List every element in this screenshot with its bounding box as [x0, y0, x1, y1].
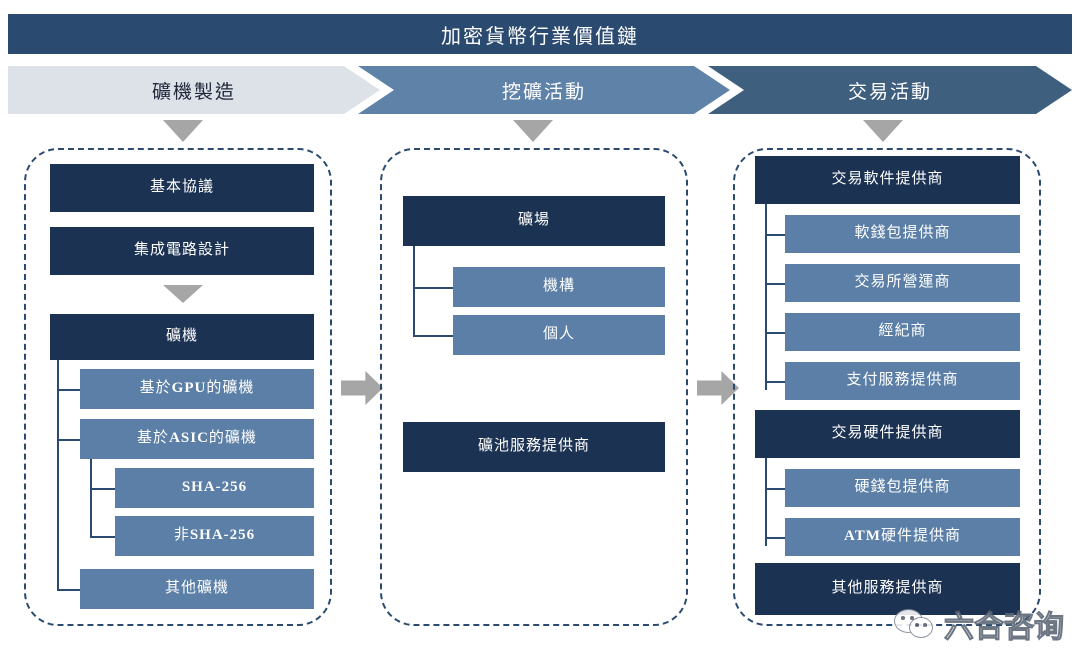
- box-label: ATM硬件提供商: [844, 528, 961, 545]
- box-label: 礦場: [517, 212, 550, 229]
- watermark-text: 六合咨询: [944, 610, 1065, 646]
- tree-line-to-atm-hardware: [765, 537, 785, 539]
- box-trading-hardware-provider[interactable]: 交易硬件提供商: [755, 410, 1020, 458]
- stage-chevron-trading-activity: 交易活動: [708, 66, 1072, 114]
- box-label: 交易硬件提供商: [831, 425, 944, 442]
- panel-trading-activity: [733, 148, 1041, 626]
- box-label: 軟錢包提供商: [854, 225, 951, 242]
- tree-line-to-other-miners: [57, 589, 80, 591]
- down-arrow-icon-column-2: [513, 120, 553, 142]
- wechat-icon: [894, 607, 936, 641]
- box-label: SHA-256: [181, 479, 248, 496]
- stage-chevron-bar: 礦機製造 挖礦活動 交易活動: [8, 66, 1072, 114]
- box-sha-256[interactable]: SHA-256: [115, 468, 314, 508]
- box-miner[interactable]: 礦機: [50, 314, 314, 360]
- box-label: 交易軟件提供商: [831, 171, 944, 188]
- box-label: 支付服務提供商: [846, 372, 959, 389]
- box-label: 硬錢包提供商: [854, 479, 951, 496]
- box-institution[interactable]: 機構: [453, 267, 665, 307]
- tree-line-miner-spine: [57, 360, 59, 590]
- watermark: 六合咨询: [894, 602, 1065, 646]
- box-label: 交易所營運商: [854, 274, 951, 291]
- box-label: 礦機: [165, 328, 198, 345]
- tree-line-to-soft-wallet: [765, 234, 785, 236]
- tree-line-to-hard-wallet: [765, 488, 785, 490]
- down-arrow-icon-column-3: [863, 120, 903, 142]
- box-hard-wallet-provider[interactable]: 硬錢包提供商: [785, 469, 1020, 507]
- chart-title-bar: 加密貨幣行業價值鏈: [8, 14, 1072, 54]
- box-label: 基本協議: [149, 179, 214, 196]
- stage-label: 挖礦活動: [501, 81, 586, 103]
- page-title: 加密貨幣行業價值鏈: [441, 25, 639, 48]
- box-mining-farm[interactable]: 礦場: [403, 196, 665, 246]
- box-soft-wallet-provider[interactable]: 軟錢包提供商: [785, 215, 1020, 253]
- tree-line-mining-farm-spine: [413, 246, 415, 336]
- tree-line-asic-spine: [90, 459, 92, 537]
- box-label: 基於GPU的礦機: [139, 380, 255, 397]
- box-label: 礦池服務提供商: [477, 438, 590, 455]
- box-label: 其他礦機: [164, 580, 229, 597]
- box-ic-design[interactable]: 集成電路設計: [50, 227, 314, 275]
- box-asic-miner[interactable]: 基於ASIC的礦機: [80, 419, 314, 459]
- box-mining-pool-provider[interactable]: 礦池服務提供商: [403, 422, 665, 472]
- stage-label: 礦機製造: [151, 81, 236, 103]
- tree-line-to-gpu-miner: [57, 389, 80, 391]
- box-other-miners[interactable]: 其他礦機: [80, 569, 314, 609]
- box-label: 經紀商: [878, 323, 927, 340]
- tree-line-to-sha256: [90, 488, 115, 490]
- box-exchange-operator[interactable]: 交易所營運商: [785, 264, 1020, 302]
- box-label: 個人: [542, 326, 575, 343]
- tree-line-to-broker: [765, 332, 785, 334]
- box-individual[interactable]: 個人: [453, 315, 665, 355]
- box-label: 機構: [542, 278, 575, 295]
- stage-label: 交易活動: [847, 81, 932, 103]
- box-broker[interactable]: 經紀商: [785, 313, 1020, 351]
- box-trading-software-provider[interactable]: 交易軟件提供商: [755, 156, 1020, 204]
- box-other-service-provider[interactable]: 其他服務提供商: [755, 563, 1020, 615]
- tree-line-to-institution: [413, 287, 453, 289]
- stage-chevron-mining-hardware: 礦機製造: [8, 66, 380, 114]
- tree-line-to-payment-provider: [765, 381, 785, 383]
- panel-mining-hardware: [24, 148, 332, 626]
- box-payment-service-provider[interactable]: 支付服務提供商: [785, 362, 1020, 400]
- box-gpu-miner[interactable]: 基於GPU的礦機: [80, 369, 314, 409]
- box-non-sha-256[interactable]: 非SHA-256: [115, 516, 314, 556]
- tree-line-hardware-spine: [765, 458, 767, 546]
- stage-chevron-mining-activity: 挖礦活動: [358, 66, 730, 114]
- box-label: 其他服務提供商: [831, 580, 944, 597]
- box-label: 基於ASIC的礦機: [137, 430, 257, 447]
- box-basic-protocol[interactable]: 基本協議: [50, 164, 314, 212]
- tree-line-to-non-sha256: [90, 536, 115, 538]
- tree-line-to-asic-miner: [57, 439, 80, 441]
- box-label: 集成電路設計: [133, 242, 230, 259]
- panel-mining-activity: [380, 148, 688, 626]
- flow-arrow-icon-1-to-2: [341, 371, 383, 405]
- tree-line-to-exchange-operator: [765, 283, 785, 285]
- down-arrow-icon-column-1: [163, 120, 203, 142]
- box-label: 非SHA-256: [173, 527, 256, 544]
- tree-line-software-spine: [765, 204, 767, 390]
- box-atm-hardware-provider[interactable]: ATM硬件提供商: [785, 518, 1020, 556]
- tree-line-to-individual: [413, 335, 453, 337]
